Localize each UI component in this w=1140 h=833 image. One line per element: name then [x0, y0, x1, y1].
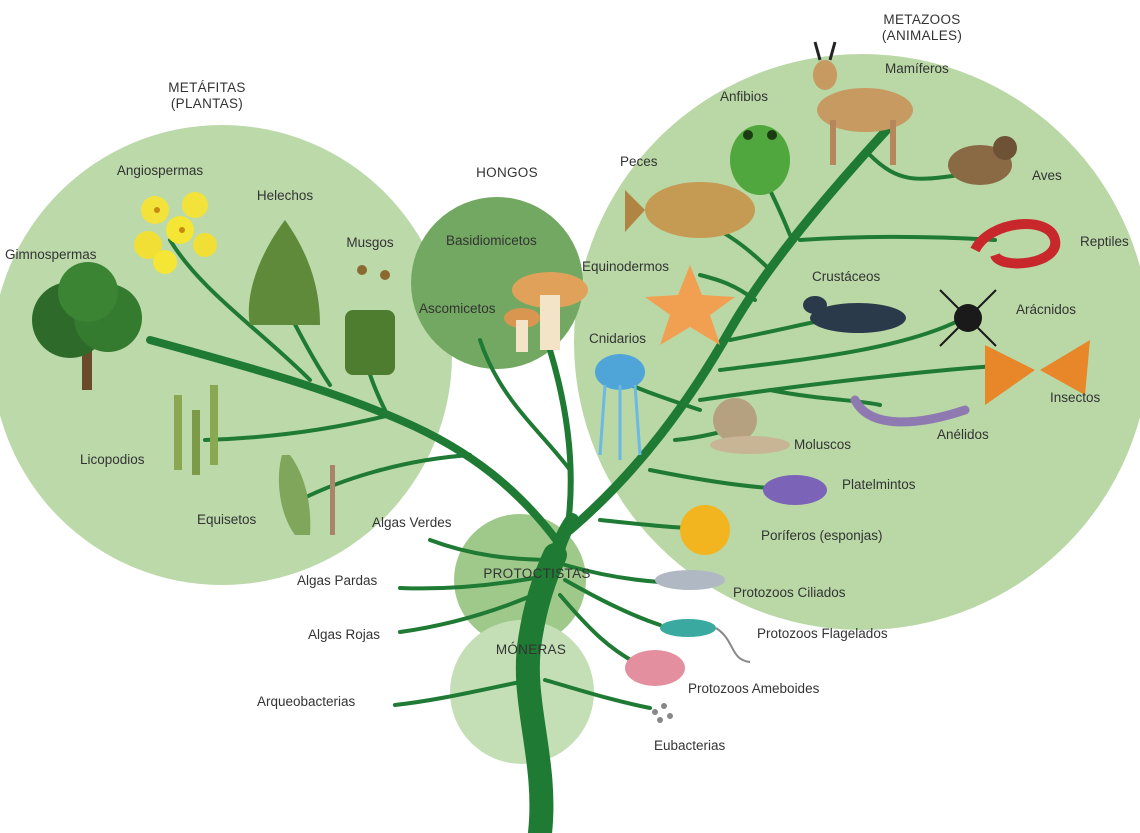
label-anelidos: Anélidos	[937, 427, 989, 442]
protozoos-ciliados-illustration	[655, 570, 725, 590]
label-aves: Aves	[1032, 168, 1062, 183]
label-algas-verdes: Algas Verdes	[372, 515, 452, 530]
protozoos-ameboides-illustration	[625, 650, 685, 686]
eubacterias-illustration	[652, 703, 673, 723]
label-eubacterias: Eubacterias	[654, 738, 726, 753]
label-musgos: Musgos	[346, 235, 394, 250]
metafitas-title-line2: (PLANTAS)	[171, 96, 243, 111]
label-anfibios: Anfibios	[720, 89, 768, 104]
label-angiospermas: Angiospermas	[117, 163, 204, 178]
label-aracnidos: Arácnidos	[1016, 302, 1076, 317]
moneras-title: MÓNERAS	[496, 642, 566, 657]
platelmintos-illustration	[763, 475, 827, 505]
label-protozoos-ciliados: Protozoos Ciliados	[733, 585, 846, 600]
label-helechos: Helechos	[257, 188, 314, 203]
protoctistas-title: PROTOCTISTAS	[483, 566, 590, 581]
metazoos-title-line1: METAZOOS	[883, 12, 960, 27]
anfibios-illustration	[730, 125, 790, 195]
label-moluscos: Moluscos	[794, 437, 851, 452]
animals-circle	[574, 54, 1140, 630]
label-ascomicetos: Ascomicetos	[419, 301, 496, 316]
label-crustaceos: Crustáceos	[812, 269, 881, 284]
label-licopodios: Licopodios	[80, 452, 145, 467]
label-poriferos: Poríferos (esponjas)	[761, 528, 883, 543]
hongos-title: HONGOS	[476, 165, 538, 180]
label-gimnospermas: Gimnospermas	[5, 247, 97, 262]
metazoos-title-line2: (ANIMALES)	[882, 28, 962, 43]
fungi-branch	[550, 350, 571, 525]
label-peces: Peces	[620, 154, 658, 169]
label-insectos: Insectos	[1050, 390, 1101, 405]
metafitas-title-line1: METÁFITAS	[168, 80, 245, 95]
label-platelmintos: Platelmintos	[842, 477, 916, 492]
label-algas-rojas: Algas Rojas	[308, 627, 380, 642]
label-algas-pardas: Algas Pardas	[297, 573, 378, 588]
label-protozoos-flagelados: Protozoos Flagelados	[757, 626, 888, 641]
poriferos-illustration	[680, 505, 730, 555]
label-arqueobacterias: Arqueobacterias	[257, 694, 356, 709]
label-protozoos-ameboides: Protozoos Ameboides	[688, 681, 820, 696]
label-basidiomicetos: Basidiomicetos	[446, 233, 537, 248]
label-mamiferos: Mamíferos	[885, 61, 949, 76]
label-equisetos: Equisetos	[197, 512, 257, 527]
label-equinodermos: Equinodermos	[582, 259, 669, 274]
label-cnidarios: Cnidarios	[589, 331, 646, 346]
label-reptiles: Reptiles	[1080, 234, 1129, 249]
